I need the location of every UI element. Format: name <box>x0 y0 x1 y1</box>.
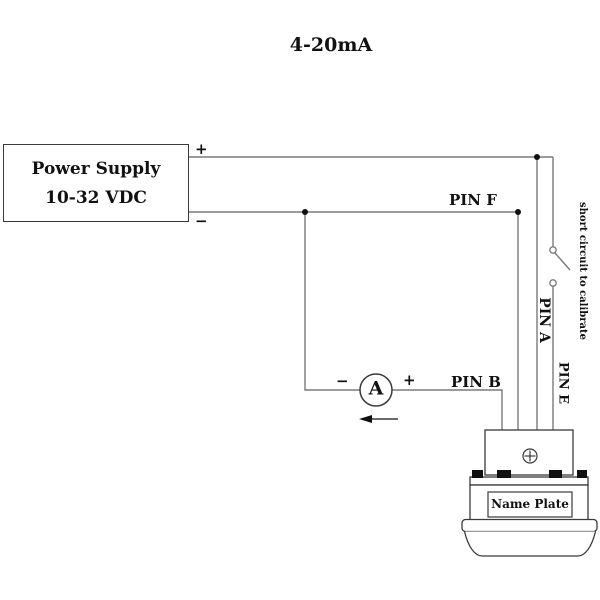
transmitter <box>461 429 598 557</box>
calibrate-note: short circuit to calibrate <box>577 201 588 341</box>
terminal-tab-1 <box>472 470 483 478</box>
terminal-tab-2 <box>497 470 511 478</box>
power-supply-voltage: 10-32 VDC <box>45 187 147 208</box>
junction-dot-pin-a <box>534 154 540 160</box>
terminal-tab-4 <box>577 470 587 478</box>
page-title: 4-20mA <box>289 34 373 56</box>
power-supply-box: Power Supply 10-32 VDC <box>3 144 189 222</box>
supply-plus-label: + <box>195 140 208 158</box>
connector-housing <box>484 429 574 476</box>
name-plate-box <box>487 491 573 518</box>
ammeter-branch-wire <box>304 212 360 391</box>
screw-icon <box>522 448 538 464</box>
switch-contact-bottom <box>549 279 557 287</box>
supply-minus-label: − <box>195 212 208 230</box>
sensor-dome <box>463 531 597 557</box>
calibration-switch <box>549 246 571 287</box>
ammeter-plus-label: + <box>403 371 416 389</box>
pin-a-label: PIN A <box>536 297 552 343</box>
terminal-tab-3 <box>549 470 562 478</box>
ammeter-letter: A <box>368 377 384 400</box>
terminal-tabs <box>472 470 587 478</box>
ammeter-circle <box>359 373 393 407</box>
sensor-shoulder <box>469 476 589 486</box>
pin-b-label: PIN B <box>451 373 501 391</box>
switch-contact-top <box>549 246 557 254</box>
pin-f-label: PIN F <box>449 191 497 209</box>
current-direction-arrow <box>359 415 398 423</box>
ammeter-minus-label: − <box>336 372 349 390</box>
switch-blade <box>554 252 571 271</box>
pin-b-wire <box>392 389 503 430</box>
name-plate-label: Name Plate <box>491 497 569 511</box>
pin-e-label: PIN E <box>555 361 571 405</box>
sensor-flange <box>461 518 598 533</box>
junction-dot-ammeter-branch <box>302 209 308 215</box>
power-supply-name: Power Supply <box>31 158 161 179</box>
junction-dot-pin-f <box>515 209 521 215</box>
